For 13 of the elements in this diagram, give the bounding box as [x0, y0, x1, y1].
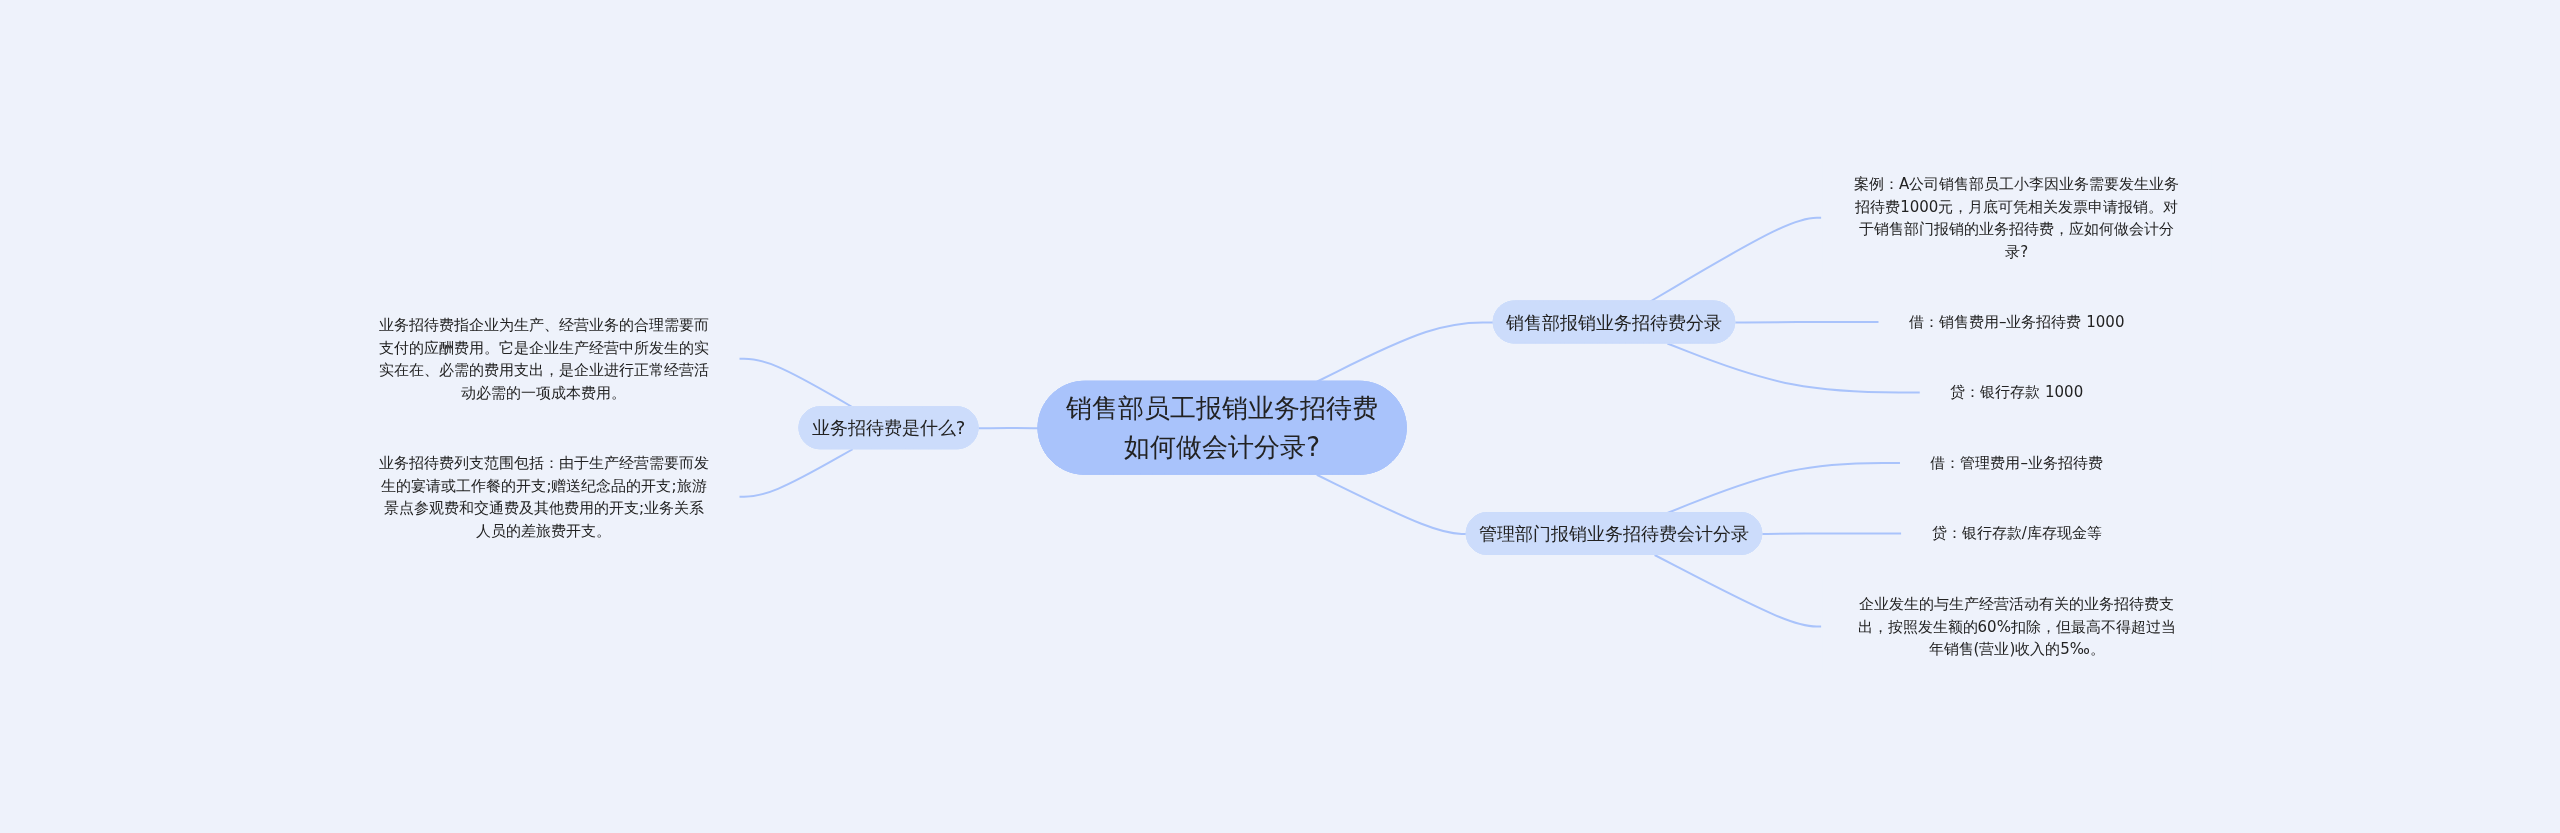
node-text: 贷：银行存款 1000: [1949, 383, 2083, 402]
connector: [1733, 321, 1880, 324]
connector: [737, 448, 854, 498]
connector: [1760, 532, 1903, 535]
node-text: 贷：银行存款/库存现金等: [1931, 524, 2102, 543]
connector: [1666, 342, 1921, 394]
node-text: 业务招待费列支范围包括：由于生产经营需要而发生的宴请或工作餐的开支;赠送纪念品的开支;旅游景点参观费和交通费及其他费用的开支;业务关系人员的差旅费开支。: [378, 453, 709, 540]
connector: [1653, 554, 1823, 628]
node-text: 企业发生的与生产经营活动有关的业务招待费支出，按照发生额的60%扣除，但最高不得超过当年销售(营业)收入的5‰。: [1857, 594, 2176, 658]
node-text: 借：管理费用–业务招待费: [1930, 453, 2103, 472]
node-text: 业务招待费指企业为生产、经营业务的合理需要而支付的应酬费用。它是企业生产经营中所发生的实实在在、必需的费用支出，是企业进行正常经营活动必需的一项成本费用。: [378, 315, 709, 402]
node-text: 案例：A公司销售部员工小李因业务需要发生业务招待费1000元，月底可凭相关发票申请报销。对于销售部门报销的业务招待费，应如何做会计分录?: [1853, 174, 2179, 261]
node-text: 借：销售费用–业务招待费 1000: [1908, 312, 2125, 331]
